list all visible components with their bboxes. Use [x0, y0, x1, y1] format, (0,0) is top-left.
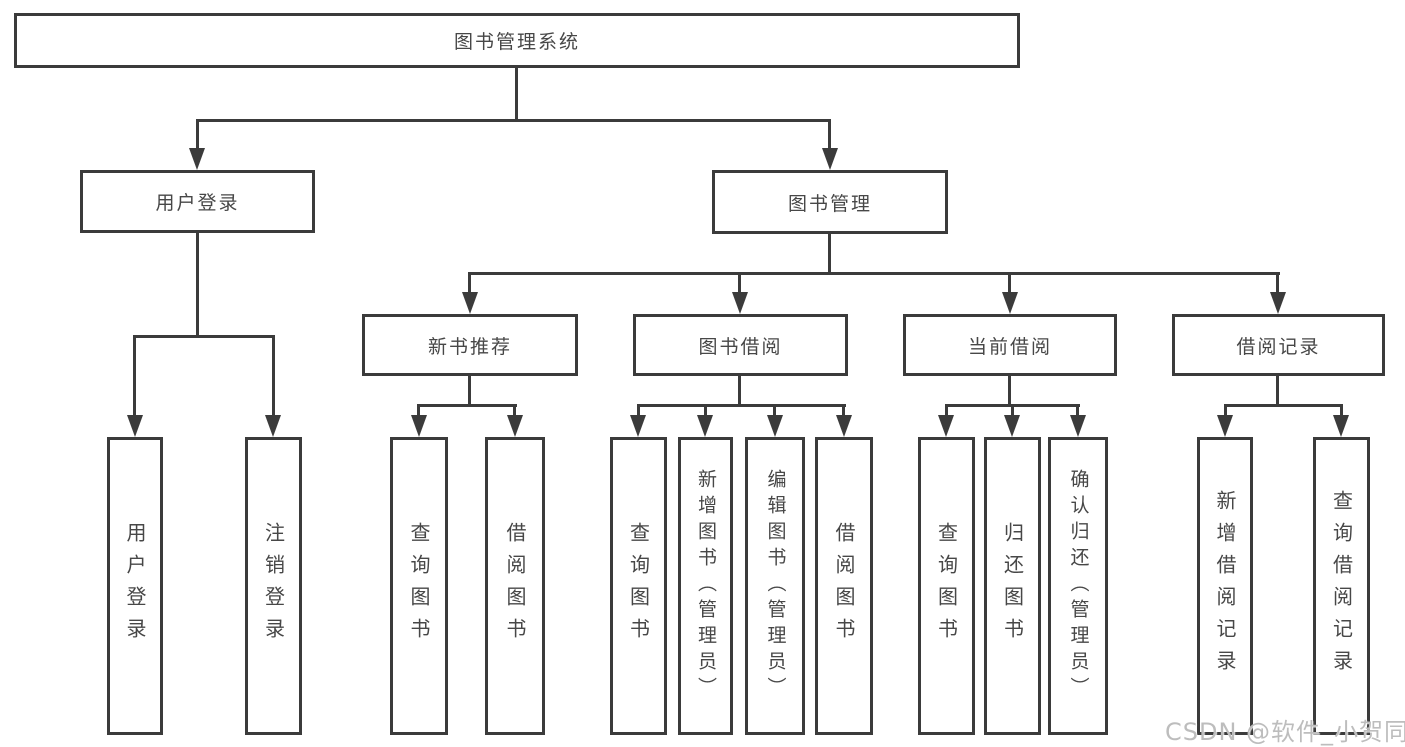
leaf-query-books-1-label: 查询图书 — [407, 522, 431, 650]
connector-line-h — [133, 335, 275, 338]
connector-line-v — [468, 374, 471, 407]
connector-arrow — [836, 415, 852, 437]
connector-line-v — [738, 272, 741, 296]
connector-line-v — [637, 404, 640, 419]
connector-line-v — [1076, 404, 1079, 419]
node-user-login: 用户登录 — [80, 170, 315, 233]
leaf-query-books-2: 查询图书 — [610, 437, 667, 735]
connector-line-v — [945, 404, 948, 419]
leaf-user-login: 用户登录 — [107, 437, 163, 735]
connector-arrow — [1004, 415, 1020, 437]
connector-line-v — [196, 231, 199, 338]
node-root: 图书管理系统 — [14, 13, 1020, 68]
leaf-logout-label: 注销登录 — [261, 522, 286, 650]
connector-line-v — [133, 335, 136, 419]
leaf-query-books-2-label: 查询图书 — [626, 522, 651, 650]
connector-line-v — [1011, 404, 1014, 419]
node-current-borrow: 当前借阅 — [903, 314, 1117, 376]
connector-line-v — [738, 374, 741, 407]
connector-arrow — [630, 415, 646, 437]
leaf-add-borrow-record: 新增借阅记录 — [1197, 437, 1253, 735]
connector-line-h — [196, 119, 831, 122]
connector-arrow — [127, 415, 143, 437]
leaf-query-books-3-label: 查询图书 — [934, 522, 959, 650]
node-book-borrow: 图书借阅 — [633, 314, 848, 376]
leaf-confirm-return-admin: 确认归还（管理员） — [1048, 437, 1108, 735]
connector-line-v — [1276, 272, 1279, 296]
connector-line-v — [468, 272, 471, 296]
connector-arrow — [462, 292, 478, 314]
connector-arrow — [697, 415, 713, 437]
leaf-user-login-label: 用户登录 — [123, 522, 147, 650]
leaf-query-books-3: 查询图书 — [918, 437, 975, 735]
connector-line-v — [1276, 374, 1279, 407]
leaf-query-books-1: 查询图书 — [390, 437, 448, 735]
leaf-borrow-books-2-label: 借阅图书 — [832, 522, 856, 650]
connector-line-v — [1340, 404, 1343, 419]
connector-line-v — [417, 404, 420, 419]
connector-line-v — [773, 404, 776, 419]
node-book-management: 图书管理 — [712, 170, 948, 234]
leaf-return-book-label: 归还图书 — [1000, 522, 1025, 650]
connector-line-h — [468, 272, 1280, 275]
leaf-confirm-return-admin-label: 确认归还（管理员） — [1067, 469, 1090, 703]
leaf-borrow-books-1: 借阅图书 — [485, 437, 545, 735]
node-root-label: 图书管理系统 — [453, 31, 580, 53]
connector-arrow — [1270, 292, 1286, 314]
node-borrow-records-label: 借阅记录 — [1236, 335, 1321, 358]
connector-arrow — [938, 415, 954, 437]
connector-arrow — [189, 148, 205, 170]
leaf-add-borrow-record-label: 新增借阅记录 — [1213, 490, 1237, 682]
leaf-return-book: 归还图书 — [984, 437, 1041, 735]
csdn-watermark: CSDN @软件_小贺同学 — [1165, 718, 1405, 746]
connector-line-v — [1008, 272, 1011, 296]
connector-line-h — [637, 404, 846, 407]
leaf-add-book-admin: 新增图书（管理员） — [678, 437, 733, 735]
connector-line-h — [1224, 404, 1343, 407]
connector-line-v — [1008, 374, 1011, 407]
connector-arrow — [411, 415, 427, 437]
connector-line-v — [1224, 404, 1227, 419]
connector-line-v — [196, 119, 199, 152]
leaf-edit-book-admin: 编辑图书（管理员） — [745, 437, 805, 735]
node-new-book-recommend-label: 新书推荐 — [427, 335, 512, 358]
connector-arrow — [822, 148, 838, 170]
connector-arrow — [1333, 415, 1349, 437]
leaf-logout: 注销登录 — [245, 437, 302, 735]
connector-line-v — [704, 404, 707, 419]
connector-line-v — [515, 66, 518, 122]
connector-line-v — [842, 404, 845, 419]
connector-arrow — [265, 415, 281, 437]
leaf-query-borrow-record-label: 查询借阅记录 — [1329, 490, 1354, 682]
node-user-login-label: 用户登录 — [155, 192, 240, 214]
connector-line-v — [272, 335, 275, 419]
leaf-query-borrow-record: 查询借阅记录 — [1313, 437, 1370, 735]
connector-arrow — [507, 415, 523, 437]
connector-arrow — [1217, 415, 1233, 437]
node-book-management-label: 图书管理 — [787, 192, 872, 215]
connector-arrow — [732, 292, 748, 314]
node-current-borrow-label: 当前借阅 — [967, 335, 1052, 358]
connector-line-v — [828, 119, 831, 152]
connector-arrow — [767, 415, 783, 437]
leaf-borrow-books-2: 借阅图书 — [815, 437, 873, 735]
connector-arrow — [1002, 292, 1018, 314]
node-book-borrow-label: 图书借阅 — [698, 335, 783, 358]
leaf-add-book-admin-label: 新增图书（管理员） — [695, 469, 717, 703]
connector-arrow — [1070, 415, 1086, 437]
node-new-book-recommend: 新书推荐 — [362, 314, 578, 376]
connector-line-v — [513, 404, 516, 419]
leaf-edit-book-admin-label: 编辑图书（管理员） — [764, 469, 787, 703]
connector-line-v — [828, 232, 831, 275]
leaf-borrow-books-1-label: 借阅图书 — [503, 522, 527, 650]
connector-line-h — [417, 404, 517, 407]
node-borrow-records: 借阅记录 — [1172, 314, 1385, 376]
